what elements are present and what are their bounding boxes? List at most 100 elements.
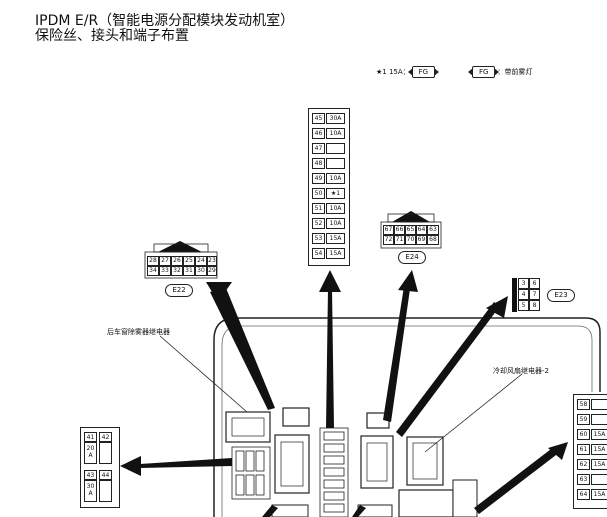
fuse-number: 54 — [312, 248, 325, 259]
label-rear-defogger-relay: 后车窗除雾器继电器 — [107, 328, 170, 336]
e22-pin: 30 — [195, 266, 207, 276]
e22-pin: 32 — [171, 266, 183, 276]
fuse-number: 62 — [577, 459, 590, 470]
center-relay-left — [274, 434, 310, 494]
e22-pin: 28 — [147, 256, 159, 266]
e23-pin: 5 — [518, 300, 529, 311]
fuse-table-left: 41 42 20 A 43 44 30 A — [80, 427, 120, 508]
fuse-number: 53 — [312, 233, 325, 244]
fuse-table-right: 58 59 60 15A 61 15A 62 15A 63 64 15A — [573, 394, 607, 509]
e22-pin: 33 — [159, 266, 171, 276]
fuse-rating: 15A — [591, 444, 607, 455]
fuse-number: 59 — [577, 414, 590, 425]
connector-e22-label: E22 — [165, 284, 193, 297]
fuse-rating — [99, 442, 112, 464]
e22-pin: 31 — [183, 266, 195, 276]
fuse-number: 47 — [312, 143, 325, 154]
fuse-number: 48 — [312, 158, 325, 169]
fuse-rating: 10A — [326, 128, 345, 139]
label-cooling-fan-relay-2: 冷却风扇继电器-2 — [493, 367, 549, 375]
arrows — [120, 270, 568, 517]
fuse-rating: 20 A — [84, 442, 97, 464]
legend-fg-desc: FG：带前雾灯 — [467, 66, 533, 78]
fuse-number: 64 — [577, 489, 590, 500]
e22-pin: 23 — [207, 256, 217, 266]
e23-pin: 7 — [529, 289, 540, 300]
fuse-number: 43 — [84, 470, 97, 480]
fuse-rating — [591, 414, 607, 425]
legend-fg-desc-text: ：带前雾灯 — [497, 68, 533, 76]
title-line-1: IPDM E/R（智能电源分配模块发动机室） — [35, 13, 295, 29]
legend-star-note: ★1 15A：FG — [376, 66, 440, 78]
fuse-rating: 10A — [326, 203, 345, 214]
fuse-number: 41 — [84, 432, 97, 442]
e24-pin: 71 — [394, 235, 405, 245]
fuse-number: 61 — [577, 444, 590, 455]
title-line-2: 保险丝、接头和端子布置 — [35, 28, 189, 44]
center-fuse-strip — [319, 427, 349, 517]
e22-pin: 29 — [207, 266, 217, 276]
e22-pin: 34 — [147, 266, 159, 276]
diagram-title: IPDM E/R（智能电源分配模块发动机室） 保险丝、接头和端子布置 — [35, 14, 294, 44]
e23-pin: 8 — [529, 300, 540, 311]
e24-pin: 63 — [427, 225, 439, 235]
fuse-number: 44 — [99, 470, 112, 480]
fg-tag-2: FG — [467, 66, 500, 78]
e23-pin: 6 — [529, 278, 540, 289]
fuse-rating: 10A — [326, 218, 345, 229]
fuse-number: 42 — [99, 432, 112, 442]
fuse-rating: 15A — [591, 429, 607, 440]
fuse-number: 52 — [312, 218, 325, 229]
fuse-rating: 30 A — [84, 480, 97, 502]
fuse-number: 63 — [577, 474, 590, 485]
fuse-rating: ★1 — [326, 188, 345, 199]
fuse-number: 60 — [577, 429, 590, 440]
fuse-rating: 10A — [326, 173, 345, 184]
leader-rear-defogger — [159, 335, 248, 413]
fuse-number: 58 — [577, 399, 590, 410]
e22-pin: 26 — [171, 256, 183, 266]
legend-star-text: ★1 15A： — [376, 68, 410, 76]
leader-cooling-fan — [424, 373, 523, 453]
connector-e22-housing — [282, 407, 310, 427]
e24-pin: 68 — [427, 235, 439, 245]
fg-tag: FG — [407, 66, 440, 78]
e22-pin: 27 — [159, 256, 171, 266]
rear-defogger-relay — [225, 411, 271, 443]
fuse-rating — [326, 143, 345, 154]
fuse-table-center: 45 30A 46 10A 47 48 49 10A 50 ★1 51 10A … — [308, 108, 350, 266]
e22-pin: 24 — [195, 256, 207, 266]
bottom-relay — [398, 489, 454, 517]
fuse-rating — [99, 480, 112, 502]
e24-pin: 64 — [416, 225, 427, 235]
module-housing-inner — [221, 325, 593, 517]
fuse-rating: 15A — [591, 459, 607, 470]
fuse-number: 46 — [312, 128, 325, 139]
e24-pin: 66 — [394, 225, 405, 235]
e24-pin: 67 — [383, 225, 394, 235]
cooling-fan-relay-2 — [406, 436, 444, 486]
fuse-rating: 30A — [326, 113, 345, 124]
center-relay-right — [360, 435, 394, 489]
fuse-rating: 15A — [326, 248, 345, 259]
fuse-rating — [326, 158, 345, 169]
e22-pin: 25 — [183, 256, 195, 266]
fuse-rating: 15A — [591, 489, 607, 500]
left-fuse-cluster — [231, 446, 271, 500]
fuse-rating: 15A — [326, 233, 345, 244]
e23-pin: 4 — [518, 289, 529, 300]
right-fuse-block — [452, 479, 478, 517]
fuse-number: 51 — [312, 203, 325, 214]
e24-pin: 72 — [383, 235, 394, 245]
e23-pin: 3 — [518, 278, 529, 289]
connector-e23-label: E23 — [547, 289, 575, 302]
e24-pin: 69 — [416, 235, 427, 245]
fuse-number: 45 — [312, 113, 325, 124]
e24-pin: 65 — [405, 225, 416, 235]
fuse-rating — [591, 474, 607, 485]
fuse-rating — [591, 399, 607, 410]
module-housing — [213, 317, 601, 517]
e24-pin: 70 — [405, 235, 416, 245]
fuse-number: 49 — [312, 173, 325, 184]
fuse-number: 50 — [312, 188, 325, 199]
